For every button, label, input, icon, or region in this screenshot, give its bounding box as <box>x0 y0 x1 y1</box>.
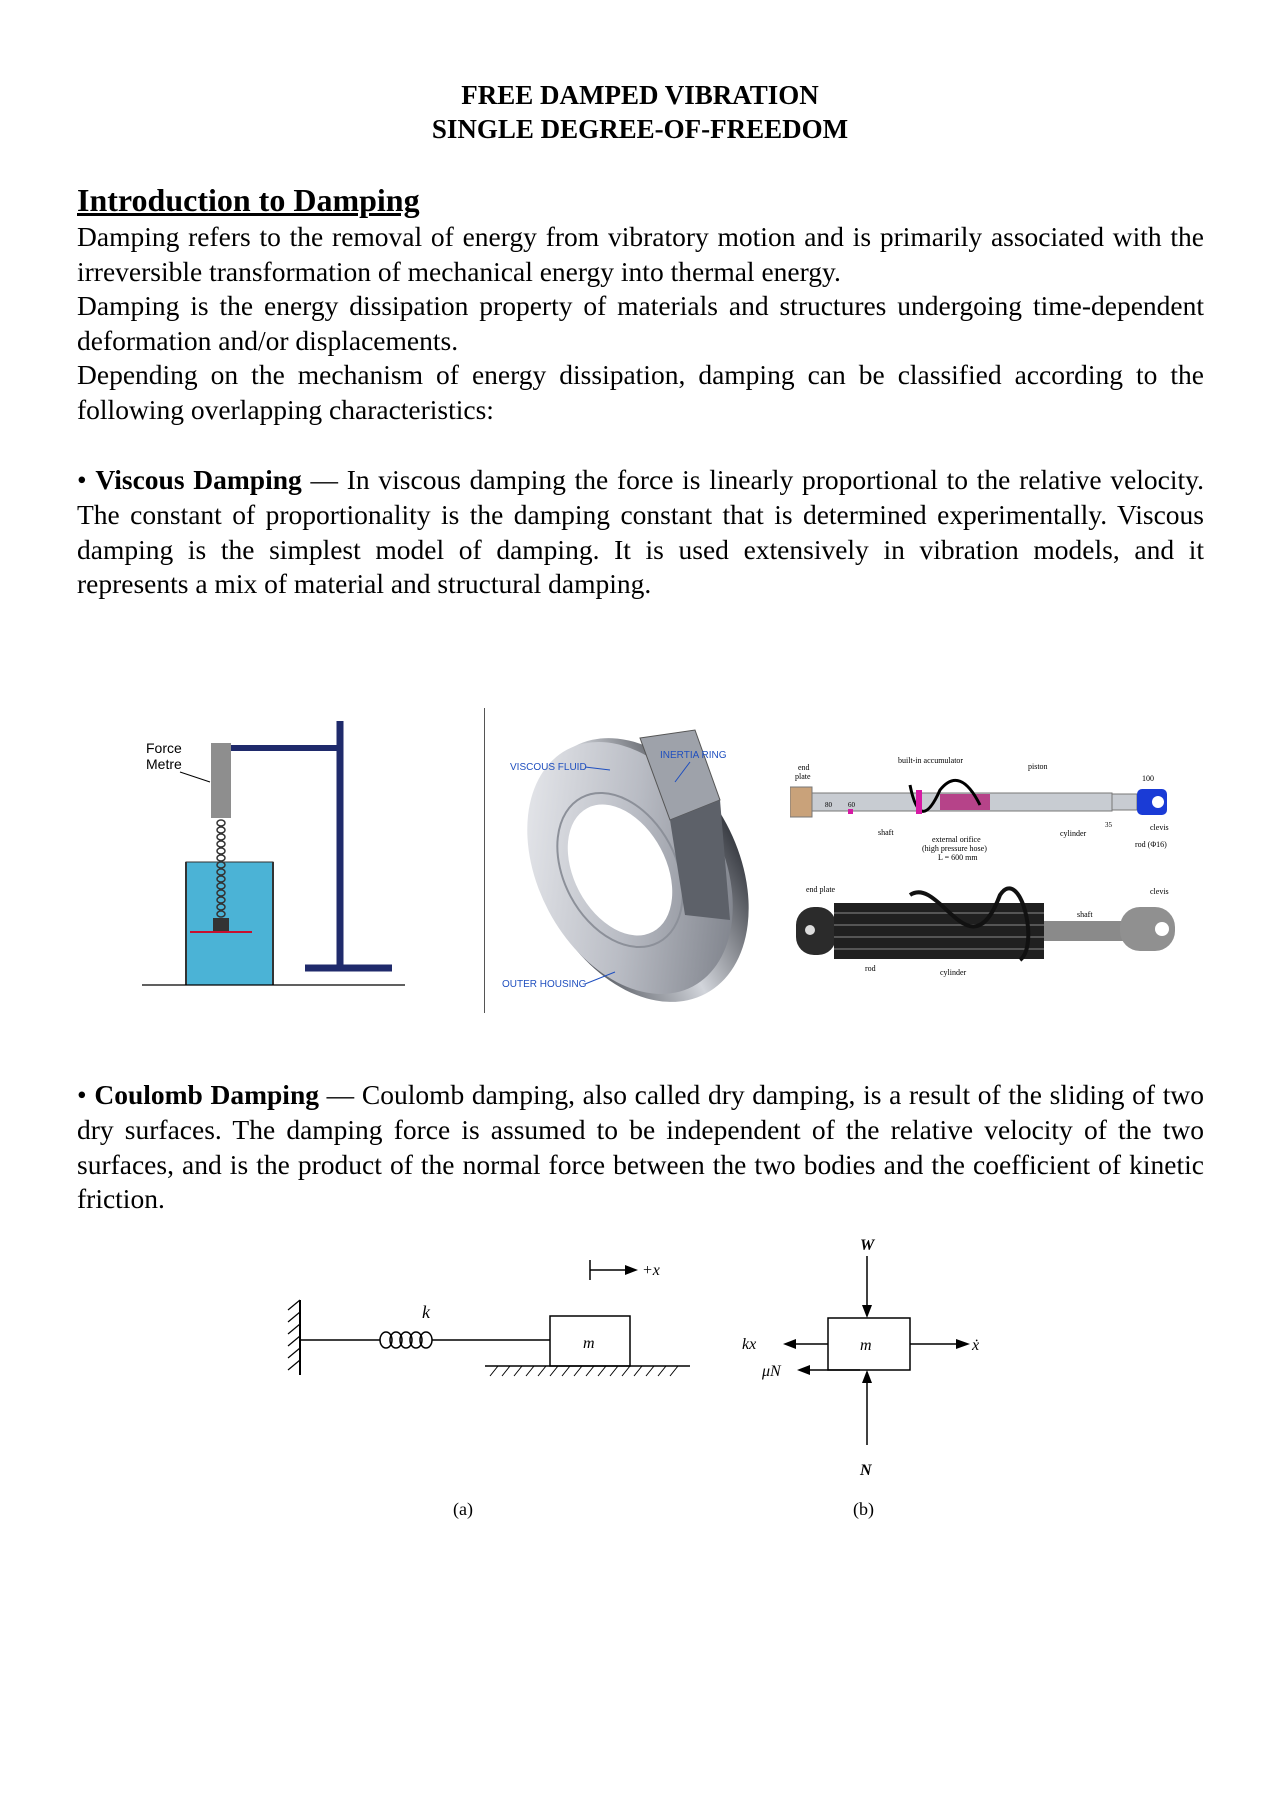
damper-center-hole <box>567 804 673 936</box>
viscous-damping-item: • Viscous Damping — In viscous damping t… <box>77 463 1204 602</box>
shaft-label: shaft <box>878 828 894 837</box>
spring-k-label: k <box>422 1302 431 1322</box>
outer-housing-label: OUTER HOUSING <box>502 979 587 990</box>
clevis-bottom-label: clevis <box>1150 887 1169 896</box>
water-tank <box>185 861 274 986</box>
external-orifice-label-2: (high pressure hose) <box>922 844 987 853</box>
rod-bottom-label: rod <box>865 964 876 973</box>
cylinder-body-photo <box>834 903 1044 959</box>
spring-force-label: kx <box>742 1336 756 1353</box>
figure-divider-line <box>484 708 485 1013</box>
force-metre-figure: Force Metre <box>142 721 405 986</box>
force-label: Force <box>146 740 182 756</box>
dim-60: 60 <box>848 801 856 809</box>
hydraulic-cylinder-figure: end plate built-in accumulator piston 10… <box>790 756 1175 977</box>
external-orifice-label: external orifice <box>932 835 981 844</box>
coulomb-damping-text: — Coulomb damping, also called dry dampi… <box>77 1079 1204 1215</box>
intro-paragraph-1: Damping refers to the removal of energy … <box>77 221 1204 287</box>
mass-label-a: m <box>583 1335 595 1352</box>
viscous-damping-text: — In viscous damping the force is linear… <box>77 464 1204 600</box>
end-plate-block <box>790 786 813 818</box>
mass-block-b <box>827 1317 911 1371</box>
clevis-label-top: clevis <box>1150 823 1169 832</box>
normal-force-label: N <box>859 1462 873 1479</box>
mass-block-a <box>549 1315 631 1367</box>
viscous-damper-figure: VISCOUS FLUID INERTIA RING OUTER HOUSING <box>502 729 749 1002</box>
velocity-label: ẋ <box>971 1337 980 1354</box>
metre-label: Metre <box>146 756 182 772</box>
coulomb-damping-figure: k m +x (a) W <box>287 1237 980 1520</box>
floor-hatch <box>489 1365 679 1377</box>
inertia-ring-label: INERTIA RING <box>660 750 727 761</box>
diagram-a: k m +x (a) <box>287 1260 690 1520</box>
viscous-damping-term: Viscous Damping <box>95 464 302 495</box>
document-title-line2: SINGLE DEGREE-OF-FREEDOM <box>431 114 849 144</box>
intro-paragraph-3: Depending on the mechanism of energy dis… <box>77 359 1204 425</box>
end-plate-bottom-label: end plate <box>806 885 836 894</box>
piston-label: piston <box>1028 762 1048 771</box>
viscous-fluid-label: VISCOUS FLUID <box>510 762 587 773</box>
friction-label: μN <box>761 1363 782 1380</box>
bullet-marker: • <box>77 464 87 495</box>
bullet-marker: • <box>77 1079 87 1110</box>
mass-weight <box>213 918 229 932</box>
dim-35: 35 <box>1105 821 1113 829</box>
coulomb-damping-item: • Coulomb Damping — Coulomb damping, als… <box>77 1078 1204 1217</box>
intro-text: Damping refers to the removal of energy … <box>77 220 1204 428</box>
force-metre-body <box>211 743 231 818</box>
external-orifice-label-3: L = 600 mm <box>938 853 978 862</box>
viscous-fluid-cutaway <box>670 800 730 920</box>
spring-k <box>379 1331 433 1349</box>
diagram-b: W m kx μN ẋ N (b) <box>742 1237 980 1520</box>
hose-coil <box>908 886 1031 962</box>
spring-coils <box>216 819 226 918</box>
end-plate-label-2: plate <box>795 772 811 781</box>
intro-paragraph-2: Damping is the energy dissipation proper… <box>77 290 1204 356</box>
accumulator-label: built-in accumulator <box>898 756 963 765</box>
piston-section <box>940 794 990 810</box>
document-title-line1: FREE DAMPED VIBRATION <box>461 80 819 110</box>
dim-100: 100 <box>1142 774 1154 783</box>
mass-label-b: m <box>860 1337 872 1354</box>
end-plate-label: end <box>798 763 810 772</box>
cylinder-label-top: cylinder <box>1060 829 1087 838</box>
displacement-label: +x <box>642 1262 660 1279</box>
cylinder-rods <box>834 912 1044 950</box>
cylinder-bottom-label: cylinder <box>940 968 967 977</box>
section-heading: Introduction to Damping <box>77 182 420 218</box>
caption-b: (b) <box>853 1499 874 1520</box>
end-plate-photo <box>796 907 836 955</box>
dim-80: 80 <box>825 801 833 809</box>
label-pointer <box>179 771 211 783</box>
rod-phi16-label: rod (Φ16) <box>1135 840 1167 849</box>
clevis-photo <box>1120 907 1175 951</box>
coulomb-damping-term: Coulomb Damping <box>94 1079 319 1110</box>
caption-a: (a) <box>453 1499 473 1520</box>
shaft-bottom-label: shaft <box>1077 910 1093 919</box>
weight-label: W <box>860 1237 876 1254</box>
shaft-photo <box>1044 921 1124 941</box>
